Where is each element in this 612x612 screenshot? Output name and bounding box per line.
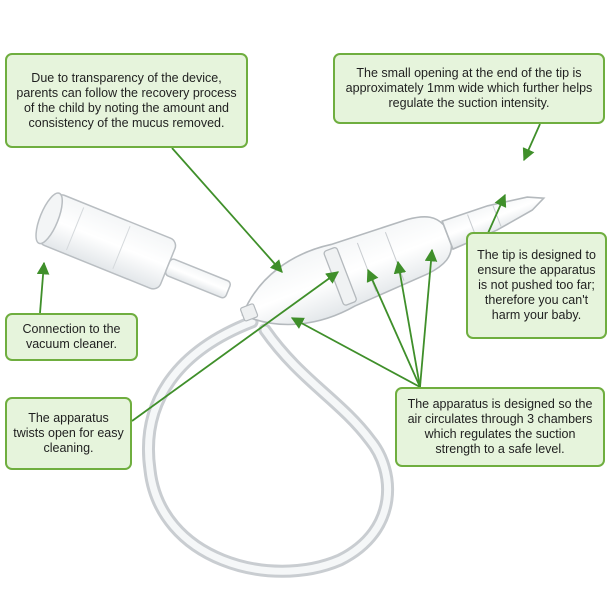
callout-vacuum-connection-text: Connection to the vacuum cleaner. [22, 322, 121, 351]
callout-twist-open: The apparatus twists open for easy clean… [5, 397, 132, 470]
callout-tip-opening-text: The small opening at the end of the tip … [345, 66, 593, 110]
callout-vacuum-connection: Connection to the vacuum cleaner. [5, 313, 138, 361]
callout-tip-design: The tip is designed to ensure the appara… [466, 232, 607, 339]
pointer-transparency [171, 147, 283, 273]
pointer-twists [131, 271, 340, 422]
pointer-chambers-2 [393, 260, 421, 388]
pointer-vacuum [36, 261, 50, 314]
callout-tip-design-text: The tip is designed to ensure the appara… [477, 248, 596, 322]
pointer-chambers-4 [290, 317, 421, 388]
callout-tip-opening: The small opening at the end of the tip … [333, 53, 605, 124]
callout-transparency-text: Due to transparency of the device, paren… [16, 70, 237, 130]
vacuum-connector [35, 192, 231, 299]
callout-air-chambers-text: The apparatus is designed so the air cir… [407, 397, 593, 456]
pointer-opening [522, 123, 541, 162]
callout-twist-open-text: The apparatus twists open for easy clean… [13, 411, 124, 455]
pointer-chambers-3 [419, 248, 438, 388]
callout-transparency: Due to transparency of the device, paren… [5, 53, 248, 148]
pointer-chambers-1 [366, 268, 421, 388]
pointer-lines [36, 123, 541, 422]
callout-air-chambers: The apparatus is designed so the air cir… [395, 387, 605, 467]
